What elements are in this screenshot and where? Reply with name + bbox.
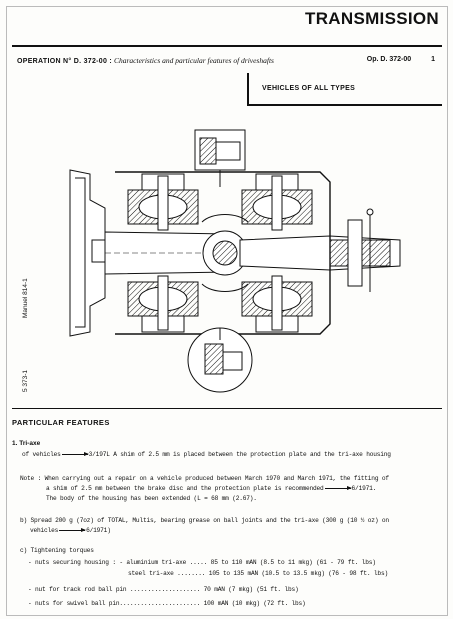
vehicles-box-left	[247, 73, 249, 105]
item1-text: 3/197L A shim of 2.5 mm is placed betwee…	[88, 451, 391, 458]
page-number: 1	[431, 56, 435, 63]
header-rule	[12, 45, 442, 47]
section-rule	[12, 408, 442, 409]
item1-title: 1. Tri-axe	[12, 440, 40, 447]
b-line1: b) Spread 200 g (7oz) of TOTAL, Multis, …	[20, 517, 389, 524]
note-line3: The body of the housing has been extende…	[46, 495, 257, 502]
torque-row-track-rod: - nut for track rod ball pin ...........…	[28, 586, 299, 593]
operation-code: Op. D. 372-00	[366, 56, 412, 63]
section-heading: PARTICULAR FEATURES	[12, 418, 110, 427]
arrow-icon	[61, 451, 89, 456]
arrow-icon	[324, 485, 352, 490]
item1-line1: of vehicles 3/197L A shim of 2.5 mm is pl…	[22, 451, 391, 458]
operation-description: Characteristics and particular features …	[114, 56, 274, 65]
driveshaft-cross-section-drawing	[69, 129, 401, 393]
figure-reference-label: 5 373-1	[22, 369, 29, 392]
arrow-icon	[59, 527, 87, 532]
operation-code-block: Op. D. 372-00 1	[367, 56, 435, 63]
c-title: c) Tightening torques	[20, 547, 94, 554]
note-line2-text: a shim of 2.5 mm between the brake disc …	[46, 485, 324, 492]
page-title: TRANSMISSION	[305, 9, 439, 28]
b-line2-vehicles: vehicles	[30, 527, 59, 534]
operation-label: OPERATION N° D. 372-00 :	[17, 58, 113, 65]
b-line2: vehicles 6/1971)	[30, 527, 111, 534]
note-line2-date: 6/1971.	[351, 485, 377, 492]
torque-row-aluminium: - nuts securing housing : - aluminium tr…	[28, 559, 376, 566]
vehicles-box-bottom	[247, 104, 442, 106]
manual-reference-label: Manuel 814-1	[22, 278, 29, 318]
note-line2: a shim of 2.5 mm between the brake disc …	[46, 485, 376, 492]
item1-vehicles: of vehicles	[22, 451, 61, 458]
page-frame	[6, 6, 448, 616]
vehicles-label: VEHICLES OF ALL TYPES	[262, 85, 356, 92]
torque-row-swivel: - nuts for swivel ball pin..............…	[28, 600, 306, 607]
operation-line: OPERATION N° D. 372-00 : Characteristics…	[17, 56, 437, 65]
b-line2-date: 6/1971)	[86, 527, 111, 534]
item1-heading: 1. Tri-axe	[12, 440, 41, 447]
torque-row-steel: steel tri-axe ........ 105 to 135 mAN (1…	[128, 570, 388, 577]
note-line1: Note : When carrying out a repair on a v…	[20, 475, 389, 482]
